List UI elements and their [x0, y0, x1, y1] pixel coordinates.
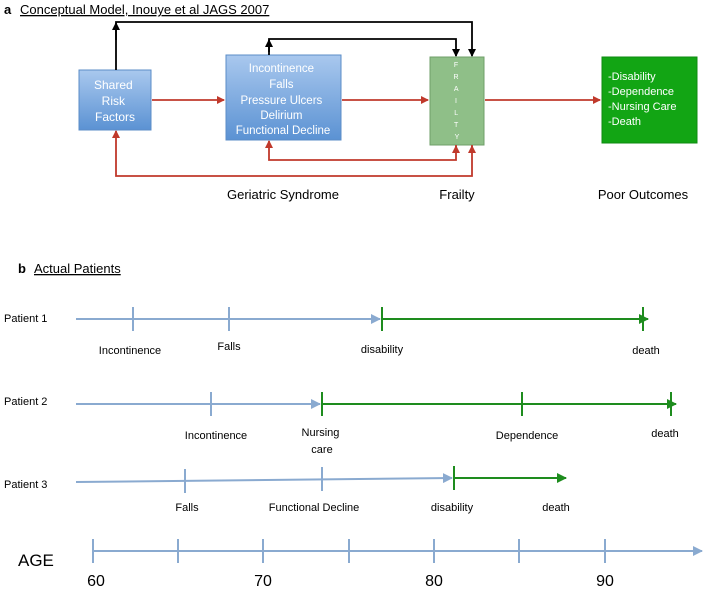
label-geriatric-syndrome: Geriatric Syndrome	[227, 187, 339, 202]
patient-3-blue-segment	[75, 473, 453, 484]
patient-2-event-nursing-care: Nursing care	[302, 427, 343, 456]
patient-3-event-disability: disability	[431, 502, 474, 514]
patient-2-event-death: death	[651, 428, 679, 440]
age-tick-label-90: 90	[596, 573, 614, 590]
patient-2-label: Patient 2	[4, 396, 47, 408]
frailty-letters: F R A I L T Y	[453, 62, 460, 141]
label-frailty: Frailty	[439, 187, 475, 202]
patient-1-label: Patient 1	[4, 313, 47, 325]
age-tick-label-60: 60	[87, 573, 105, 590]
patient-2-timeline: Patient 2 Incontinence Nursing care Depe…	[4, 392, 679, 456]
shared-risk-text: Shared Risk Factors	[94, 78, 136, 124]
red-loop-frailty-to-syndrome	[265, 140, 457, 161]
frailty-box	[429, 56, 485, 146]
outcome-box	[601, 56, 698, 144]
panel-a-title: Conceptual Model, Inouye et al JAGS 2007	[20, 2, 269, 17]
panel-b: b Actual Patients Patient 1 Incontinence…	[4, 261, 703, 590]
panel-a-letter: a	[4, 2, 12, 17]
patient-1-event-disability: disability	[361, 344, 404, 356]
age-axis-label: AGE	[18, 551, 54, 570]
patient-3-event-functional-decline: Functional Decline	[269, 502, 360, 514]
red-loop-frailty-to-risk	[112, 130, 473, 177]
shared-risk-box	[78, 69, 152, 131]
panel-a: a Conceptual Model, Inouye et al JAGS 20…	[4, 2, 698, 202]
outcome-text: -Disability -Dependence -Nursing Care -D…	[608, 71, 680, 128]
age-axis: AGE 60 70 80 90	[18, 539, 703, 590]
age-tick-label-80: 80	[425, 573, 443, 590]
patient-3-timeline: Patient 3 Falls Functional Decline disab…	[4, 466, 570, 514]
panel-b-title: Actual Patients	[34, 261, 121, 276]
black-loop-syndrome-to-frailty	[268, 38, 460, 57]
patient-1-event-incontinence: Incontinence	[99, 345, 161, 357]
patient-3-event-death: death	[542, 502, 570, 514]
patient-1-event-death: death	[632, 345, 660, 357]
syndrome-text: Incontinence Falls Pressure Ulcers Delir…	[236, 63, 331, 137]
age-tick-label-70: 70	[254, 573, 272, 590]
syndrome-box	[225, 54, 342, 141]
patient-2-event-dependence: Dependence	[496, 430, 558, 442]
patient-1-timeline: Patient 1 Incontinence Falls disability …	[4, 307, 660, 357]
patient-3-event-falls: Falls	[175, 502, 199, 514]
panel-b-letter: b	[18, 261, 26, 276]
patient-3-label: Patient 3	[4, 479, 47, 491]
black-loop-risk-to-frailty	[115, 21, 476, 70]
label-poor-outcomes: Poor Outcomes	[598, 187, 689, 202]
patient-2-event-incontinence: Incontinence	[185, 430, 247, 442]
patient-1-event-falls: Falls	[217, 341, 241, 353]
